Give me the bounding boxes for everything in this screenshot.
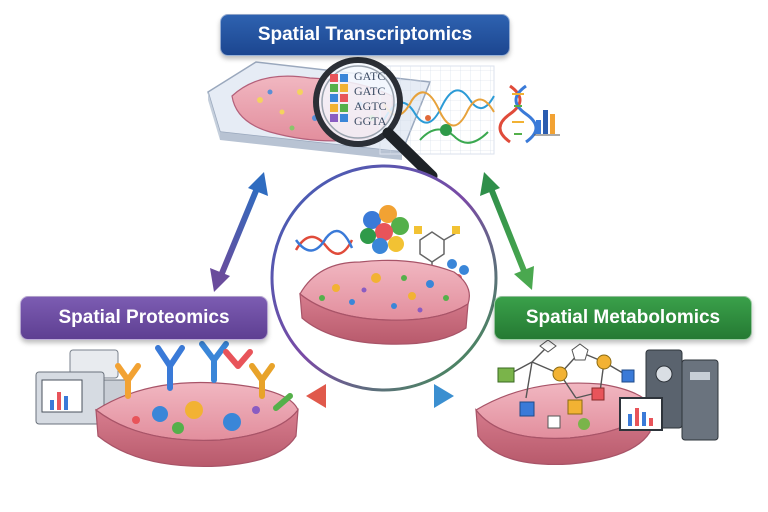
arrow-top-right: [480, 172, 534, 290]
magnifier-handle: [382, 127, 438, 182]
dna-helix-icon: [498, 84, 538, 144]
transcriptomics-illustration: GATC GATC AGTC GGTA: [207, 57, 560, 182]
center-integration: [270, 164, 498, 392]
label-spatial-metabolomics: Spatial Metabolomics: [494, 296, 752, 340]
sequence-1: GATC: [354, 69, 385, 83]
arrow-bottom: [306, 384, 454, 408]
protein-cluster-icon: [360, 205, 409, 254]
sequence-2: GATC: [354, 84, 385, 98]
proteomics-illustration: [35, 341, 299, 468]
label-spatial-transcriptomics: Spatial Transcriptomics: [220, 14, 510, 56]
sequence-4: GGTA: [354, 114, 387, 128]
bar-chart-icon: [534, 110, 560, 136]
sequence-3: AGTC: [354, 99, 387, 113]
antibody-icon: [115, 341, 293, 411]
arrow-top-left: [210, 172, 268, 292]
analyzer-instrument-icon: [619, 349, 719, 441]
label-spatial-proteomics: Spatial Proteomics: [20, 296, 268, 340]
metabolomics-illustration: [475, 339, 719, 466]
